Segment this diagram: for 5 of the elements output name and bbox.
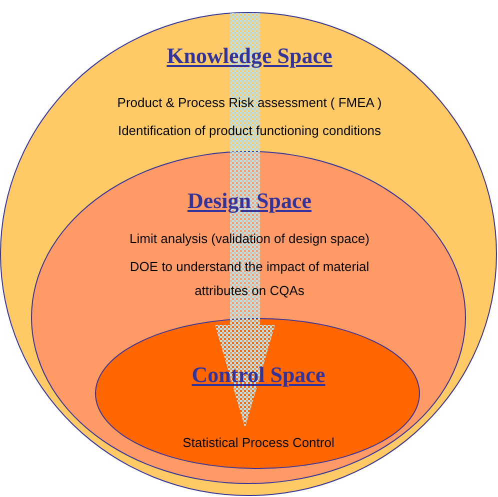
region-text: Limit analysis (validation of design space) <box>130 231 370 246</box>
region-text: Identification of product functioning conditions <box>118 123 382 138</box>
region-text: DOE to understand the impact of material attributes on CQAs <box>130 259 370 298</box>
region-text: Product & Process Risk assessment ( FMEA ) <box>117 95 382 110</box>
region-text: Statistical Process Control <box>182 435 334 450</box>
